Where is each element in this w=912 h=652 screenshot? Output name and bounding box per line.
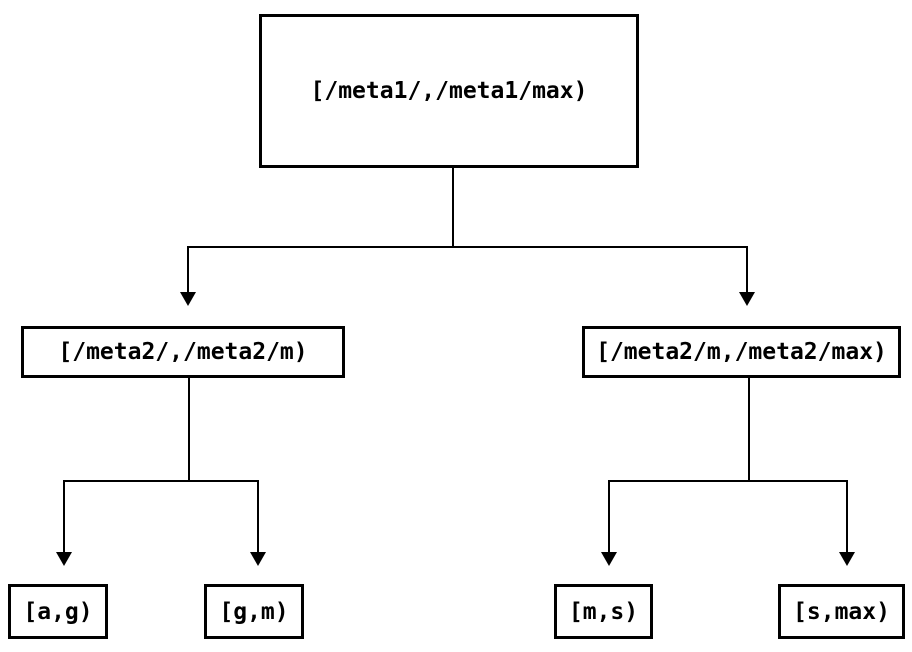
edge-right-branch-drop-left [608, 480, 610, 554]
edge-level1-drop-right [746, 246, 748, 294]
leaf-a-g: [a,g) [8, 584, 108, 639]
leaf-s-max-label: [s,max) [793, 598, 890, 625]
arrowhead-down-icon [739, 292, 755, 306]
arrowhead-down-icon [839, 552, 855, 566]
node-meta2-right-label: [/meta2/m,/meta2/max) [596, 339, 887, 365]
edge-left-branch-drop-left [63, 480, 65, 554]
leaf-g-m-label: [g,m) [219, 598, 289, 625]
leaf-g-m: [g,m) [204, 584, 304, 639]
leaf-s-max: [s,max) [778, 584, 905, 639]
arrowhead-down-icon [601, 552, 617, 566]
leaf-m-s: [m,s) [554, 584, 653, 639]
arrowhead-down-icon [180, 292, 196, 306]
edge-left-branch-stem [188, 378, 190, 481]
edge-left-branch-bar [63, 480, 259, 482]
edge-right-branch-bar [608, 480, 848, 482]
leaf-a-g-label: [a,g) [23, 598, 93, 625]
leaf-m-s-label: [m,s) [568, 598, 639, 625]
edge-left-branch-drop-right [257, 480, 259, 554]
edge-right-branch-drop-right [846, 480, 848, 554]
node-meta2-left-label: [/meta2/,/meta2/m) [58, 339, 308, 365]
edge-right-branch-stem [748, 378, 750, 481]
node-root: [/meta1/,/meta1/max) [259, 14, 639, 168]
edge-root-stem [452, 168, 454, 247]
arrowhead-down-icon [250, 552, 266, 566]
node-meta2-left: [/meta2/,/meta2/m) [21, 326, 345, 378]
node-meta2-right: [/meta2/m,/meta2/max) [582, 326, 901, 378]
arrowhead-down-icon [56, 552, 72, 566]
edge-level1-bar [187, 246, 748, 248]
edge-level1-drop-left [187, 246, 189, 294]
node-root-label: [/meta1/,/meta1/max) [310, 78, 588, 104]
